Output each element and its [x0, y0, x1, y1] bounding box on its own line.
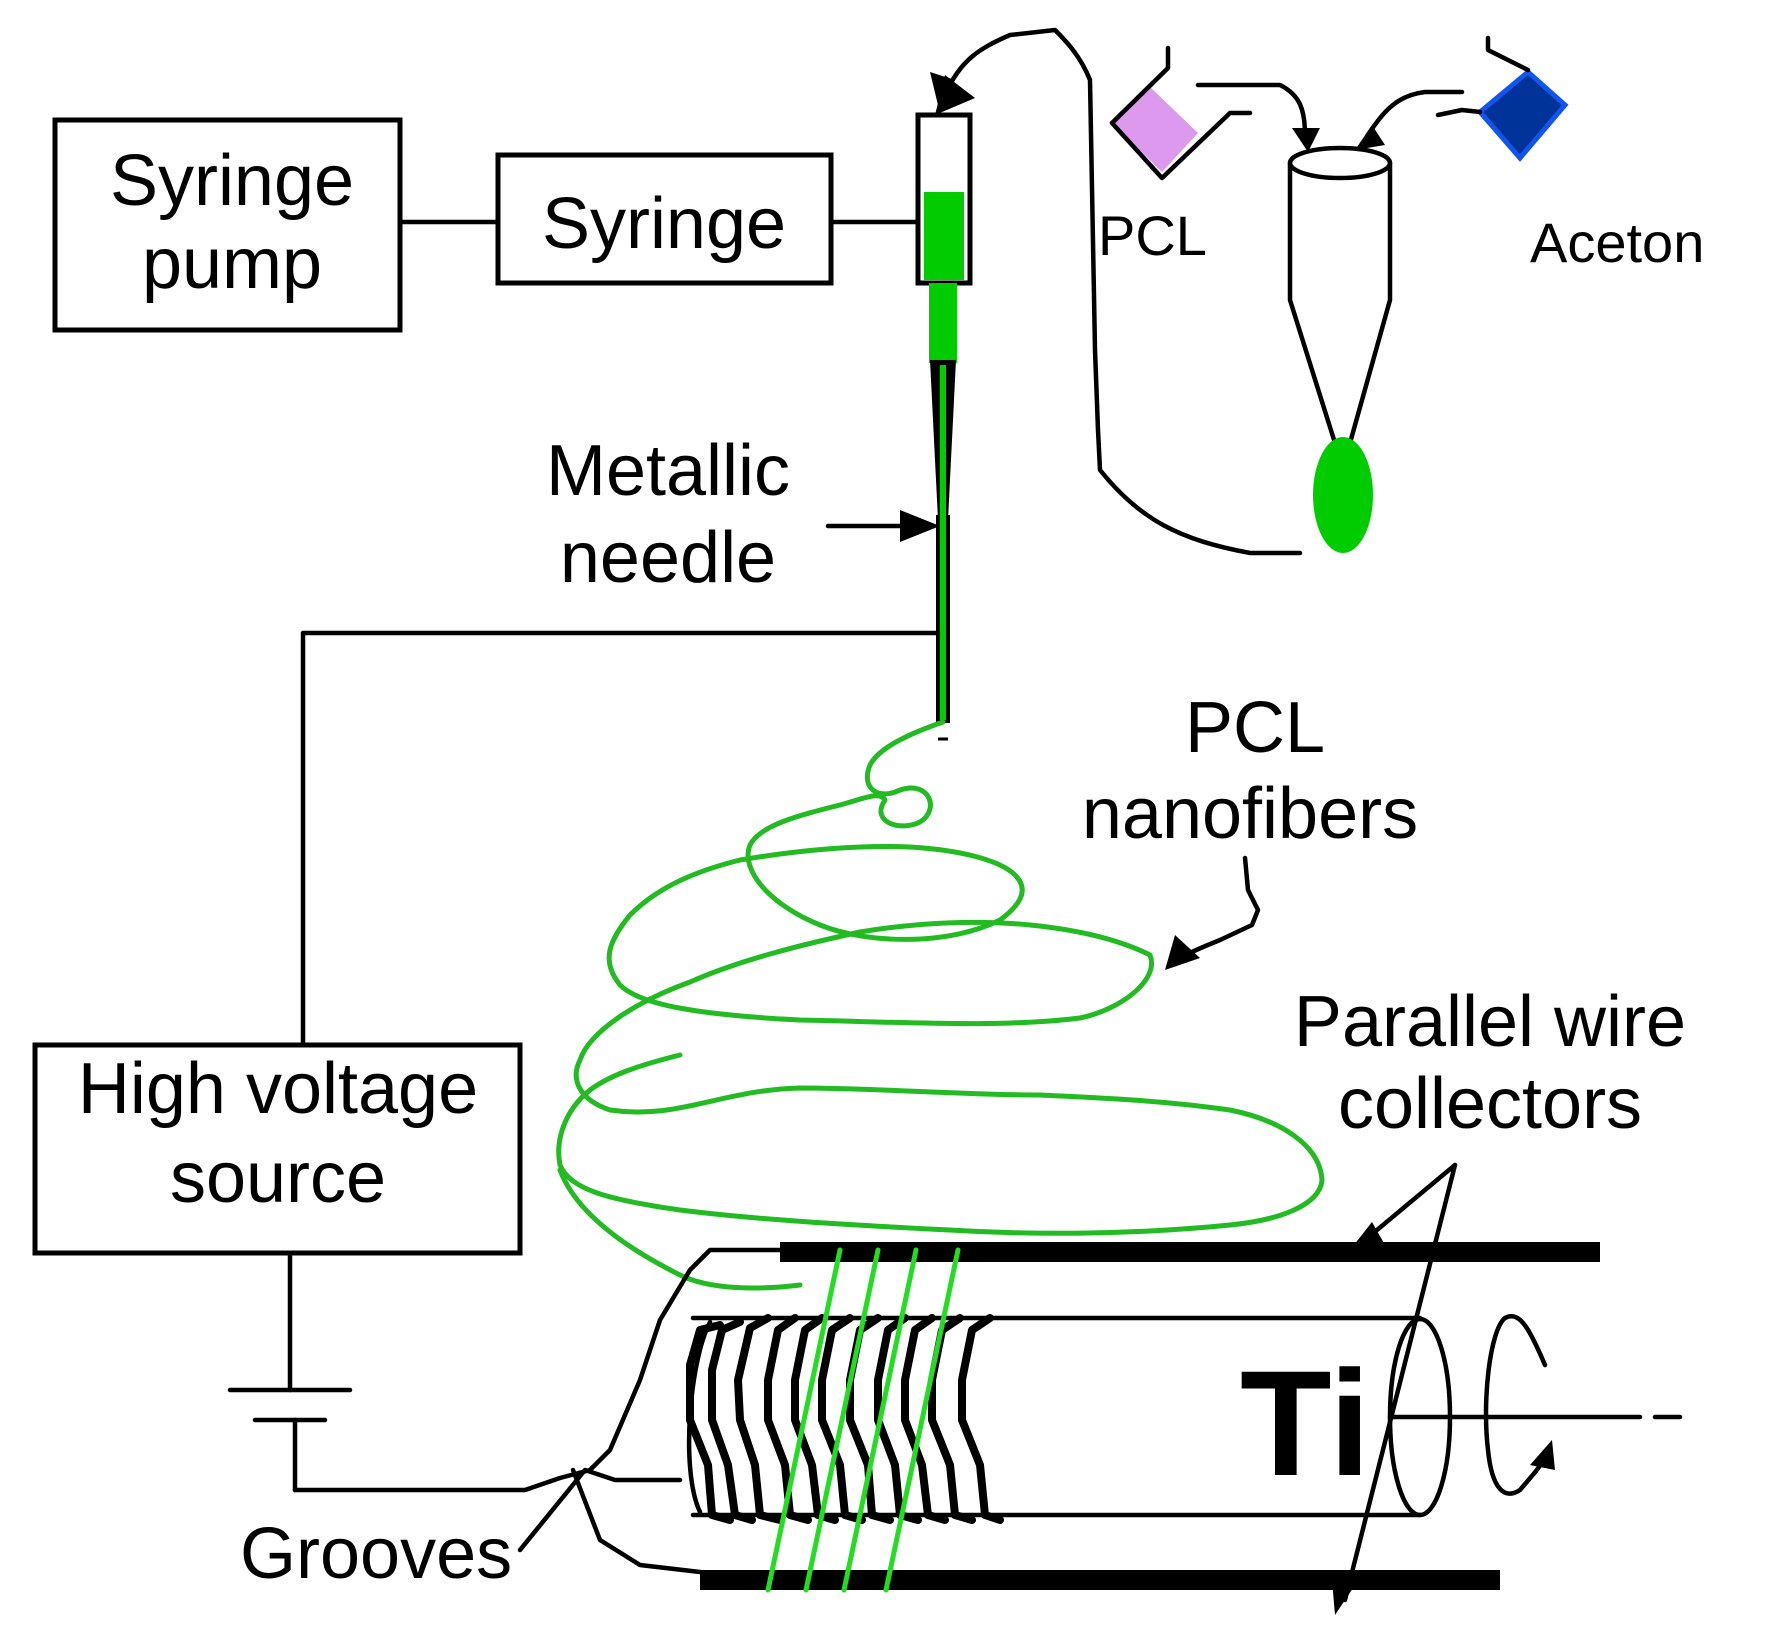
- parallel-wire-label-line1: Parallel wire: [1294, 982, 1686, 1062]
- pcl-nanofibers-pointer: [1172, 855, 1261, 963]
- aceton-pour-arrow: [1365, 89, 1465, 138]
- aligned-nanofibers: [765, 1247, 961, 1593]
- metallic-needle-label-line2: needle: [560, 518, 776, 598]
- rotation-arrow: [1483, 1314, 1548, 1496]
- collector-pointer: [1362, 1162, 1458, 1243]
- pcl-nanofibers-label-line2: nanofibers: [1082, 774, 1418, 854]
- syringe-pump-label-line2: pump: [142, 224, 322, 304]
- high-voltage-source-box: High voltage source: [32, 1042, 523, 1256]
- polymer-solution-fill: [924, 192, 964, 280]
- aceton-bottle-label: Aceton: [1530, 211, 1704, 274]
- mixed-solution-drop: [1313, 437, 1373, 553]
- high-voltage-label-line1: High voltage: [78, 1049, 478, 1129]
- pcl-nanofibers-label-line1: PCL: [1185, 688, 1325, 768]
- syringe-box: Syringe: [495, 152, 834, 286]
- needle-hub: [929, 283, 957, 363]
- metallic-needle-label-line1: Metallic: [546, 431, 790, 511]
- battery-symbol: [227, 1247, 783, 1493]
- pcl-pour-arrow: [1195, 82, 1308, 138]
- pcl-bottle: PCL: [1098, 45, 1253, 267]
- syringe-barrel: [915, 112, 973, 363]
- mixing-tube: [1287, 145, 1393, 553]
- fiber-extra-loop: [557, 1167, 803, 1291]
- syringe-label: Syringe: [542, 184, 786, 264]
- syringe-pump-label-line1: Syringe: [110, 141, 354, 221]
- metallic-needle: [930, 360, 956, 741]
- needle-to-source-wire: [300, 630, 941, 1048]
- collector-pointer-lower: [1342, 1162, 1458, 1603]
- pcl-nanofiber-jet: [556, 719, 1325, 1236]
- aceton-bottle: Aceton: [1435, 35, 1704, 274]
- high-voltage-label-line2: source: [170, 1138, 386, 1218]
- grooves-label: Grooves: [240, 1514, 512, 1594]
- feed-line: [942, 27, 1303, 556]
- grooves-pointer-upper: [517, 1467, 683, 1553]
- cylinder-grooves: [686, 1314, 1004, 1524]
- pcl-bottle-label: PCL: [1098, 204, 1207, 267]
- grooves-pointer-lower: [570, 1467, 703, 1575]
- ti-label: Ti: [1240, 1339, 1371, 1507]
- syringe-pump-box: Syringe pump: [52, 117, 403, 333]
- parallel-wire-label-line2: collectors: [1338, 1064, 1642, 1144]
